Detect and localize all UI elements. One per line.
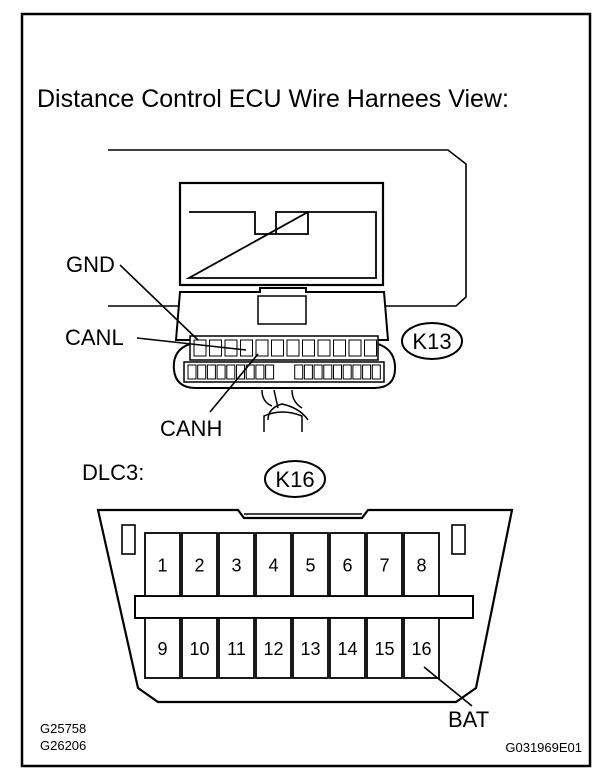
dlc3-pin-number: 3 xyxy=(231,556,241,576)
connector-cavity xyxy=(187,364,197,380)
diagram-title: Distance Control ECU Wire Harnees View: xyxy=(37,85,509,113)
bat-label: BAT xyxy=(448,707,489,732)
dlc3-pin-number: 9 xyxy=(157,639,167,659)
connector-cavity xyxy=(342,364,352,380)
dlc3-pin-number: 11 xyxy=(227,639,246,659)
dlc3-pin-cell xyxy=(329,532,366,597)
connector-cavity xyxy=(302,339,315,357)
dlc3-bottom-pin-row: 9 10 11 12 13 14 15 16 xyxy=(144,617,440,679)
connector-wires xyxy=(261,389,309,421)
footer-code-2: G26206 xyxy=(40,738,86,753)
connector-cavity xyxy=(240,339,253,357)
dlc3-pin-number: 12 xyxy=(263,639,283,659)
dlc3-pin-number: 6 xyxy=(342,556,352,576)
connector-cavity xyxy=(206,364,216,380)
dlc3-pin-cell xyxy=(329,617,366,679)
dlc3-pin-cell xyxy=(218,617,255,679)
canh-label: CANH xyxy=(160,416,222,441)
connector-cavity xyxy=(245,364,255,380)
dlc3-label: DLC3: xyxy=(82,460,144,485)
connector-cavity xyxy=(209,339,222,357)
k13-code: K13 xyxy=(412,329,451,354)
connector-cavity xyxy=(193,339,207,357)
wire-bundle xyxy=(263,411,303,432)
k16-code: K16 xyxy=(275,467,314,492)
dlc3-pin-number: 16 xyxy=(411,639,431,659)
connector-cavity xyxy=(255,364,265,380)
connector-cavity xyxy=(333,339,346,357)
dlc3-left-tab xyxy=(121,524,136,555)
dlc3-pin-number: 15 xyxy=(374,639,394,659)
connector-cavity xyxy=(313,364,323,380)
connector-body xyxy=(172,343,397,389)
canl-leader xyxy=(136,337,247,351)
ecu-connector: K13 GND CANL CANH xyxy=(65,149,467,441)
dlc3-center-divider xyxy=(134,595,474,619)
dlc3-pin-cell xyxy=(255,617,292,679)
connector-cavity xyxy=(362,364,372,380)
dlc3-pin-number: 10 xyxy=(189,639,209,659)
connector-cavity xyxy=(197,364,207,380)
k13-badge xyxy=(401,322,463,360)
dlc3-pin-number: 2 xyxy=(194,556,204,576)
connector-cavity xyxy=(371,364,381,380)
connector-cavity xyxy=(303,364,313,380)
connector-cavity xyxy=(286,339,300,357)
connector-cavity xyxy=(333,364,342,380)
connector-cavity xyxy=(265,364,275,380)
connector-cavity xyxy=(226,364,236,380)
dlc3-pin-cell xyxy=(292,532,329,597)
dlc3-pin-cell xyxy=(366,532,403,597)
connector-cavity xyxy=(216,364,226,380)
dlc3-pin-number: 8 xyxy=(416,556,426,576)
connector-cavity xyxy=(323,364,333,380)
connector-latch xyxy=(257,295,307,325)
dlc3-pin-cell xyxy=(366,617,403,679)
dlc3-pin-cell xyxy=(144,617,181,679)
connector-cavity xyxy=(364,339,377,357)
gnd-label: GND xyxy=(66,252,115,277)
connector-cavity xyxy=(236,364,245,380)
gnd-leader xyxy=(119,264,199,341)
dlc3-pin-cell xyxy=(403,532,440,597)
connector-cavity xyxy=(255,339,269,357)
harness-outline xyxy=(108,149,467,307)
connector-cavity xyxy=(271,339,284,357)
dlc3-pin-number: 14 xyxy=(337,639,357,659)
connector-cavity xyxy=(294,364,304,380)
dlc3-pin-cell xyxy=(292,617,329,679)
connector-housing-inner xyxy=(185,211,377,279)
dlc3-pin-number: 1 xyxy=(157,556,167,576)
figure-id: G031969E01 xyxy=(505,740,582,755)
dlc3-pin-cell xyxy=(181,617,218,679)
dlc3-pin-cell xyxy=(403,617,440,679)
footer-code-1: G25758 xyxy=(40,721,86,736)
diagram-frame xyxy=(20,12,592,768)
bat-leader xyxy=(423,666,473,707)
dlc3-pin-cell xyxy=(144,532,181,597)
dlc3-top-pin-row: 1 2 3 4 5 6 7 8 xyxy=(144,532,440,597)
connector-cavity xyxy=(352,364,362,380)
k16-badge xyxy=(264,460,326,498)
dlc3-pin-number: 7 xyxy=(379,556,389,576)
connector-strip-cells xyxy=(187,364,381,380)
connector-cavity xyxy=(317,339,331,357)
dlc3-pin-number: 4 xyxy=(268,556,278,576)
canh-leader xyxy=(209,353,259,413)
connector-cavity xyxy=(348,339,362,357)
dlc3-pin-cell xyxy=(218,532,255,597)
canl-label: CANL xyxy=(65,325,124,350)
dlc3-pin-number: 13 xyxy=(300,639,320,659)
dlc3-right-tab xyxy=(451,524,466,555)
dlc3-pin-cell xyxy=(181,532,218,597)
dlc3-pin-number: 5 xyxy=(305,556,315,576)
dlc3-pin-cell xyxy=(255,532,292,597)
